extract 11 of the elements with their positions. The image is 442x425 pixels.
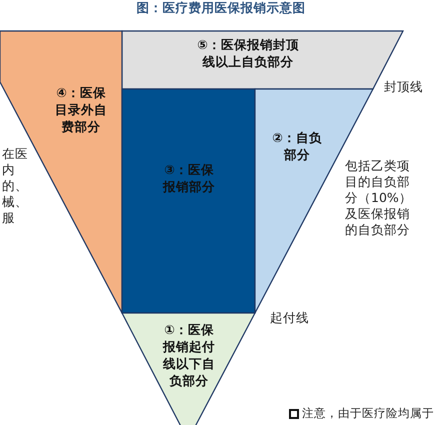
- note-text: 注意，由于医疗险均属于: [302, 405, 435, 421]
- segment-label: ⑤：医保报销封顶线以上自负部分: [196, 36, 300, 70]
- segment-label: ④：医保目录外自费部分: [54, 84, 108, 135]
- boundary-label: 起付线: [270, 310, 310, 326]
- note-text: 在医内的、械、服: [2, 146, 29, 226]
- segment-label: ①：医保报销起付线以下自负部分: [162, 321, 216, 389]
- segment-label: ②：自负部分: [271, 129, 323, 163]
- segment-label: ③：医保报销部分: [162, 161, 216, 195]
- diagram-title: 图：医疗费用医保报销示意图: [136, 0, 306, 17]
- boundary-label: 封顶线: [384, 79, 424, 95]
- note-text: 包括乙类项目的自负部分（10%）及医保报销的自负部分: [345, 158, 413, 238]
